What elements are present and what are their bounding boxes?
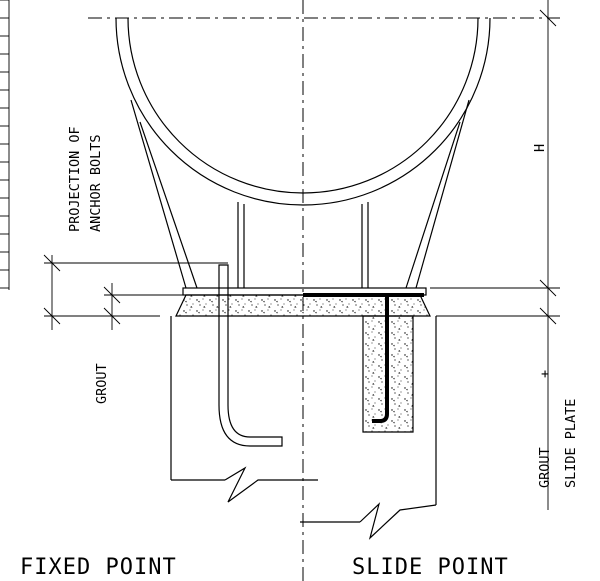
- saddle-legs: [130, 99, 470, 289]
- vessel-shell: [115, 17, 491, 206]
- dimension-right: [430, 0, 560, 510]
- anchor-bolt: [218, 264, 283, 447]
- label-h: H: [532, 144, 548, 152]
- slide-plate: [303, 293, 424, 423]
- label-grout-right: GROUT: [537, 447, 553, 488]
- label-grout-left: GROUT: [94, 363, 110, 404]
- label-projection-line2: ANCHOR BOLTS: [88, 134, 104, 232]
- caption-fixed-point: FIXED POINT: [20, 555, 177, 580]
- dimension-left: [43, 254, 228, 330]
- label-projection-line1: PROJECTION OF: [67, 126, 83, 232]
- label-grout-plus: +: [537, 370, 553, 378]
- saddle-webs: [237, 202, 369, 288]
- grout-layer: [175, 294, 431, 317]
- label-slide-plate: SLIDE PLATE: [563, 399, 579, 488]
- foundation-outline: [170, 316, 437, 540]
- caption-slide-point: SLIDE POINT: [352, 555, 509, 580]
- left-edge-ruler: [0, 0, 10, 290]
